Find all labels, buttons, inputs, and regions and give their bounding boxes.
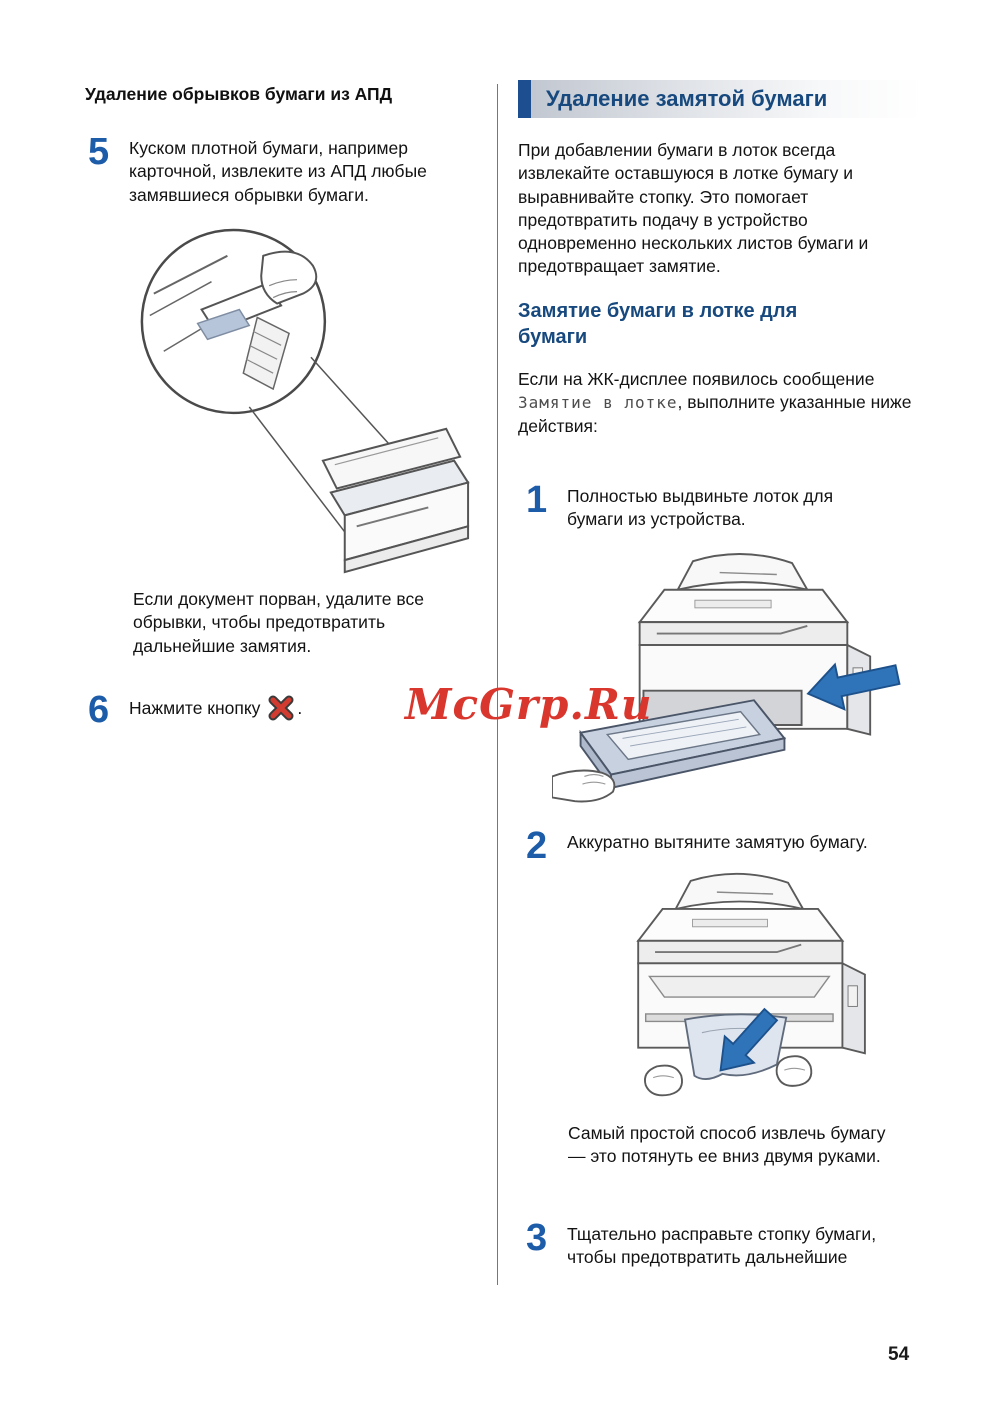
step-1-number: 1 <box>526 479 548 521</box>
step-1-text: Полностью выдвиньте лоток для бумаги из … <box>567 486 834 530</box>
step-5-number: 5 <box>88 131 110 173</box>
step-2-text: Аккуратно вытяните замятую бумагу. <box>567 832 868 852</box>
stop-exit-x-icon <box>268 695 294 721</box>
subsection-title: Замятие бумаги в лотке для бумаги <box>518 300 798 348</box>
intro-paragraph: При добавлении бумаги в лоток всегда изв… <box>518 140 869 277</box>
section-header-accent-bar <box>518 80 531 118</box>
step-6-number: 6 <box>88 689 110 731</box>
callout-line-top <box>310 356 402 458</box>
adf-scrap-removal-illustration <box>140 228 470 574</box>
step-6-text: Нажмите кнопку . <box>129 692 302 721</box>
open-scanner-lid <box>321 427 462 490</box>
lcd-text-after: , выполните указанные ниже действия: <box>518 392 912 436</box>
printer-base <box>343 525 470 574</box>
step-3-text: Тщательно расправьте стопку бумаги, чтоб… <box>567 1224 877 1268</box>
watermark: McGrp.Ru <box>405 680 653 729</box>
step-5: 5 Куском плотной бумаги, например карточ… <box>88 131 478 207</box>
right-hand <box>775 1055 813 1087</box>
adf-cover <box>673 872 805 911</box>
section-title: Удаление замятой бумаги <box>546 86 828 111</box>
paper-scrap <box>196 308 251 341</box>
step-1: 1 Полностью выдвиньте лоток для бумаги и… <box>526 479 916 532</box>
magnifier-callout <box>140 228 327 415</box>
callout-line-bottom <box>248 406 360 551</box>
step-6-period: . <box>297 698 303 718</box>
step-6-label: Нажмите кнопку <box>129 698 261 718</box>
step-2-number: 2 <box>526 825 548 867</box>
tray-pulled-out-illustration <box>552 553 901 803</box>
adf-cover <box>675 553 810 592</box>
column-divider <box>497 84 498 1285</box>
lcd-message: Замятие в лотке <box>518 393 678 413</box>
step-6: 6 Нажмите кнопку . <box>88 689 478 731</box>
hand-with-card <box>260 250 318 305</box>
roller-guide <box>242 316 290 391</box>
printer-side <box>841 961 866 1055</box>
pull-direction-arrow <box>806 662 901 711</box>
page-number: 54 <box>888 1344 910 1365</box>
flatbed-scanner-printer <box>321 427 470 574</box>
step-3: 3 Тщательно расправьте стопку бумаги, чт… <box>526 1217 916 1270</box>
paper-tray <box>578 699 787 791</box>
lcd-message-paragraph: Если на ЖК-дисплее появилось сообщение З… <box>518 368 922 438</box>
pull-down-arrow <box>719 1007 779 1072</box>
hand <box>552 769 616 803</box>
left-hand <box>644 1064 683 1097</box>
torn-document-note: Если документ порван, удалите все обрывк… <box>133 589 424 656</box>
pull-down-tip: Самый простой способ извлечь бумагу — эт… <box>568 1123 886 1167</box>
left-section-heading: Удаление обрывков бумаги из АПД <box>85 84 393 104</box>
lcd-text-before: Если на ЖК-дисплее появилось сообщение <box>518 369 875 389</box>
step-2: 2 Аккуратно вытяните замятую бумагу. <box>526 825 916 867</box>
jammed-paper-illustration <box>636 872 866 1097</box>
step-5-text: Куском плотной бумаги, например карточно… <box>129 138 427 205</box>
front-output-flap <box>648 975 831 998</box>
step-3-number: 3 <box>526 1217 548 1259</box>
section-header: Удаление замятой бумаги <box>518 80 922 118</box>
